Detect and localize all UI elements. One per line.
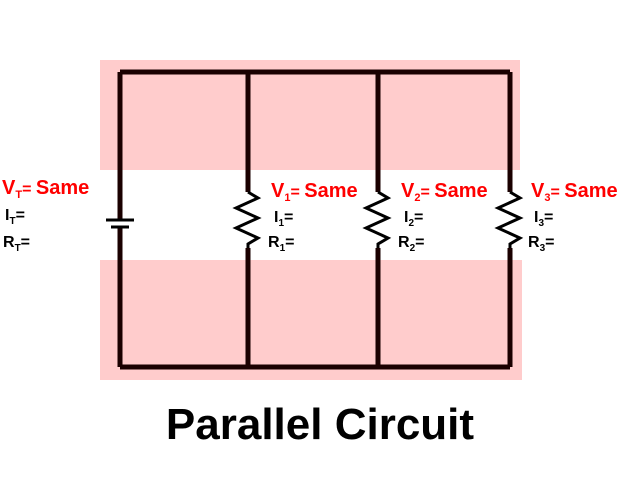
bottom-highlight-band (100, 260, 522, 380)
branch-1-current-label: I1= (274, 209, 294, 229)
diagram-title: Parallel Circuit (165, 400, 475, 449)
branch-2-resistance-label: R2= (398, 234, 425, 254)
source-current-label: IT= (5, 207, 25, 227)
branch-1-voltage-label: V1= Same (271, 180, 358, 204)
branch-3-current-label: I3= (534, 209, 554, 229)
branch-2-voltage-label: V2= Same (401, 180, 488, 204)
branch-3-resistance-label: R3= (528, 234, 555, 254)
branch-1-resistance-label: R1= (268, 234, 295, 254)
resistor-2-icon (362, 190, 392, 248)
branch-2-current-label: I2= (404, 209, 424, 229)
branch-3-voltage-label: V3= Same (531, 180, 618, 204)
resistor-3-icon (494, 190, 524, 248)
resistor-1-icon (232, 190, 262, 248)
top-highlight-band (100, 60, 520, 170)
source-resistance-label: RT= (3, 234, 31, 254)
source-voltage-label: VT= Same (2, 177, 90, 201)
